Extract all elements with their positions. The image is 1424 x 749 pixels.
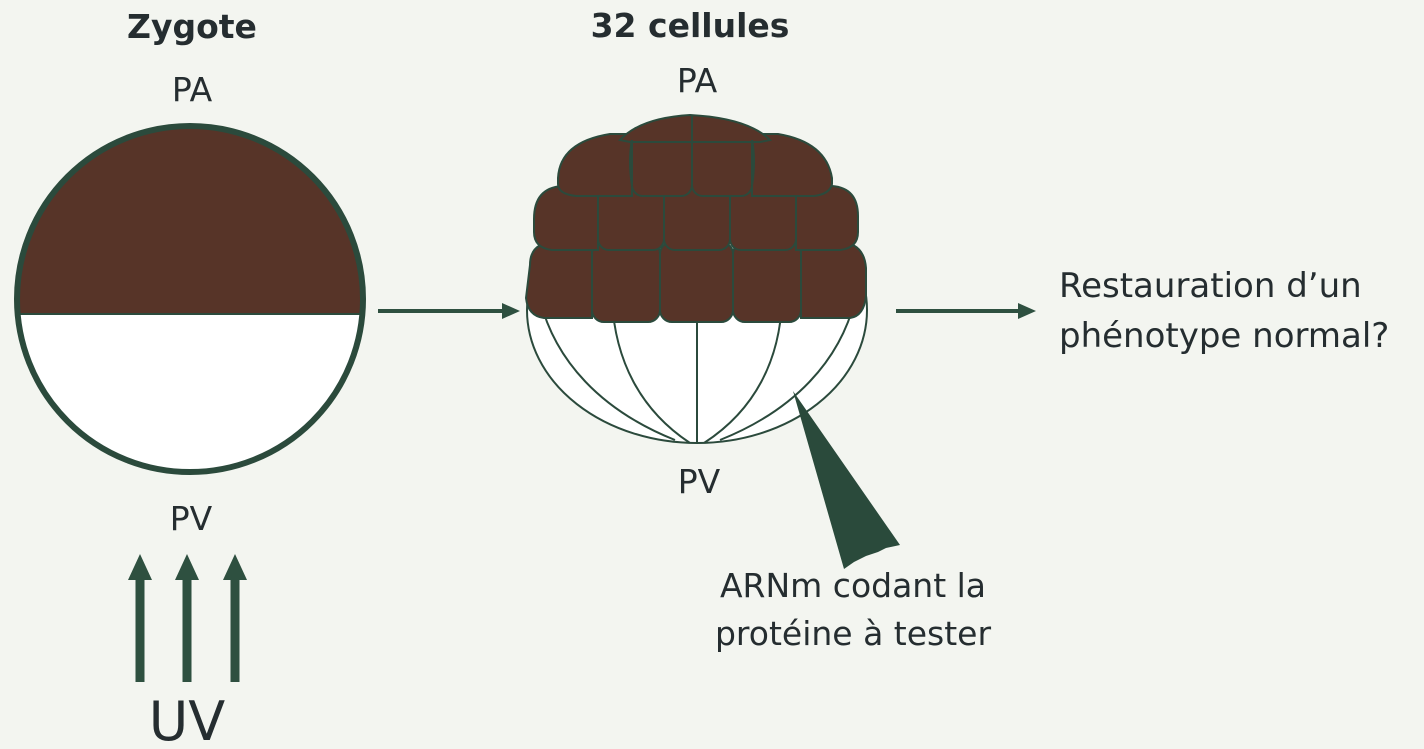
zygote-vegetal-pole-label: PV [170,499,213,538]
zygote-cell [14,123,366,475]
uv-arrow-2 [175,554,199,682]
arrow-zygote-to-embryo [378,303,520,319]
embryo-32-cells [524,113,868,444]
embryo-vegetal-pole-label: PV [678,462,721,501]
uv-arrow-3 [223,554,247,682]
injection-needle [793,391,900,569]
zygote-animal-pole-label: PA [172,70,213,109]
outcome-label-line1: Restauration d’un [1059,266,1362,306]
embryo-animal-pole-label: PA [677,61,718,100]
uv-arrow-1 [128,554,152,682]
uv-label: UV [149,690,226,749]
uv-arrows [128,554,247,682]
embryo-animal-cells [524,113,867,323]
zygote-pigmented-hemisphere [17,126,363,314]
embryo-title: 32 cellules [591,6,790,45]
embryo-cap-lines [629,116,755,187]
injection-label-line1: ARNm codant la [720,566,986,605]
zygote-title: Zygote [127,7,257,46]
injection-label-line2: protéine à tester [715,614,991,653]
outcome-label-line2: phénotype normal? [1059,316,1389,356]
arrow-embryo-to-outcome [896,303,1036,319]
